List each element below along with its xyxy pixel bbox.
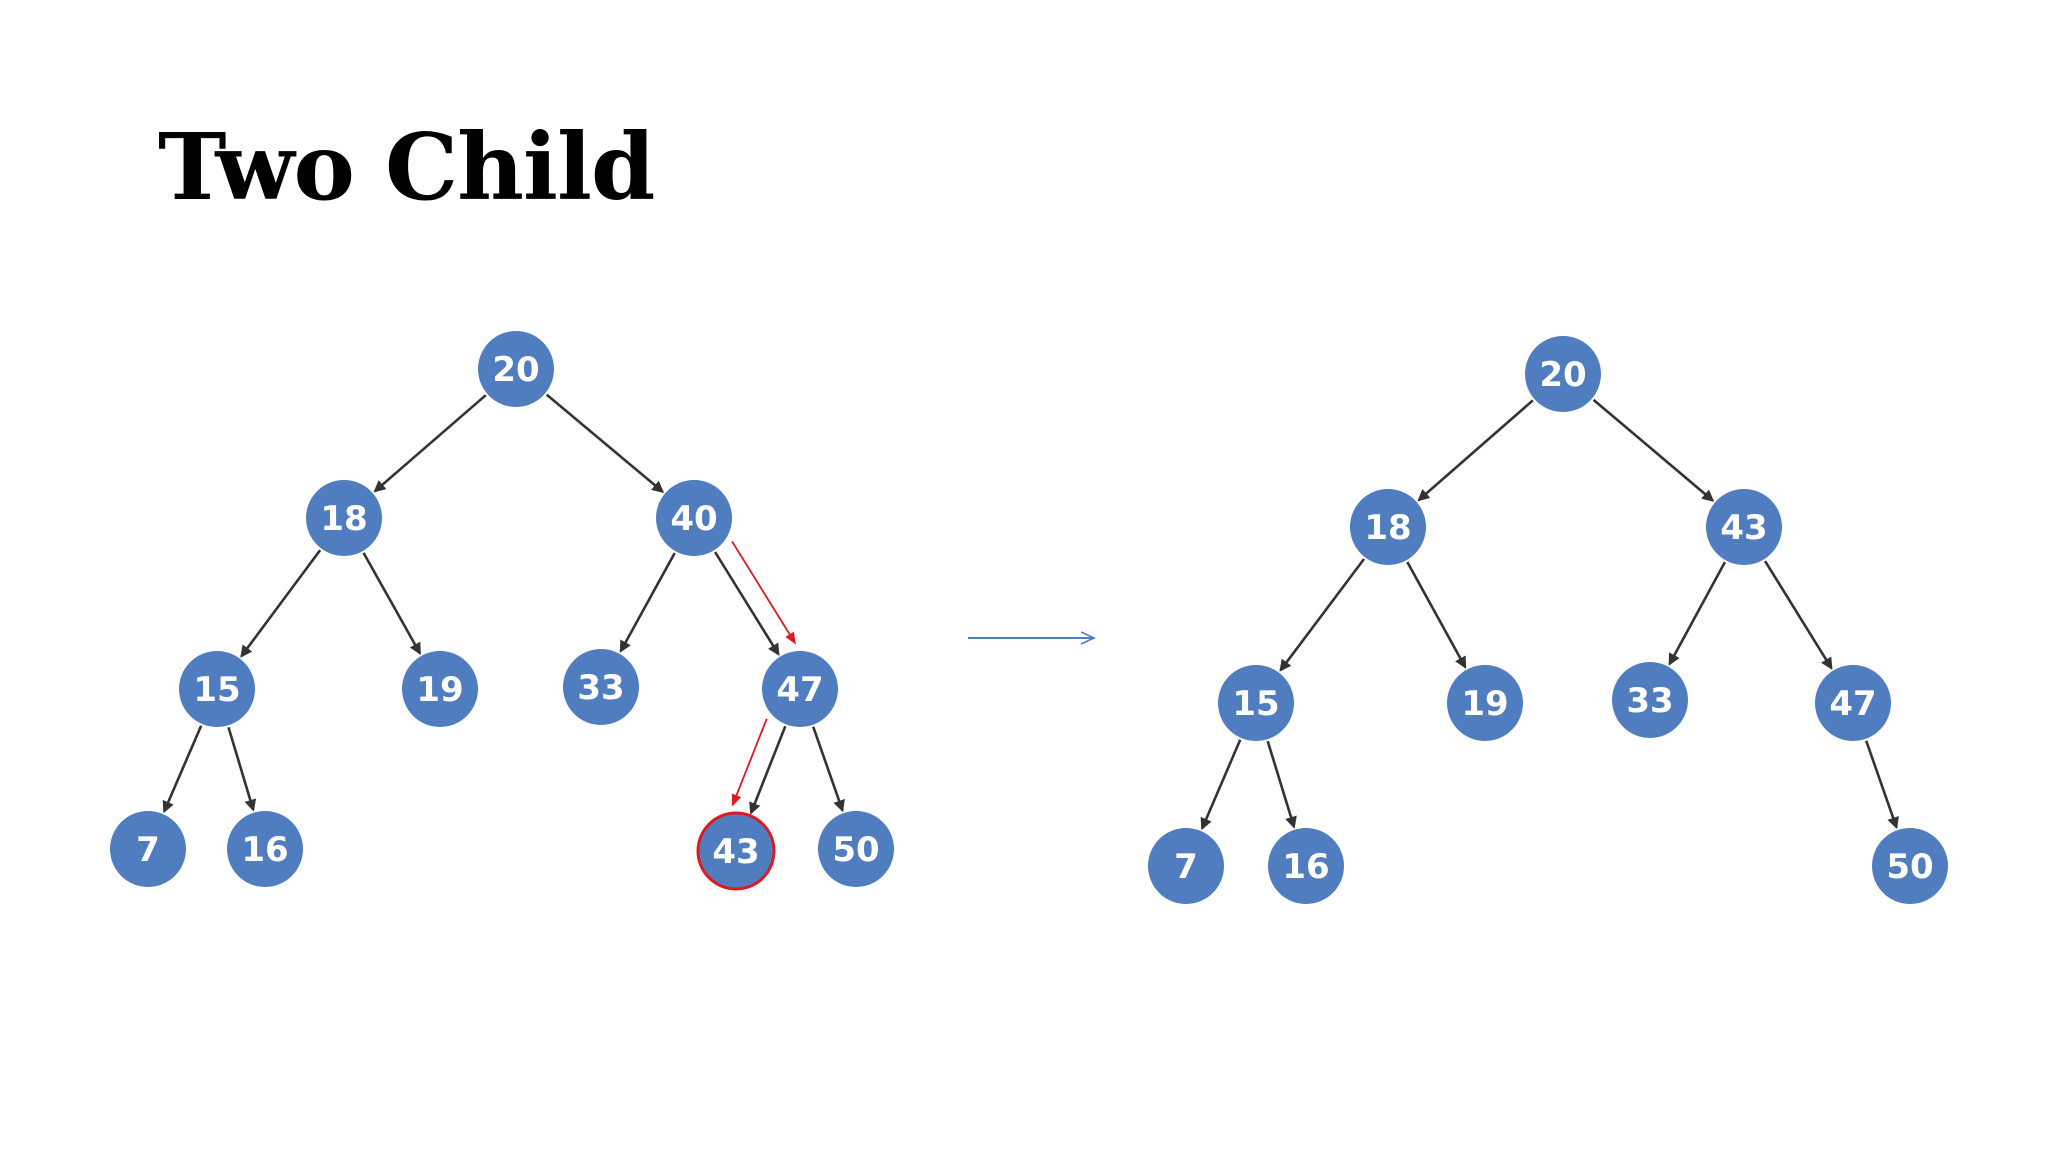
node-label: 33 — [1626, 681, 1673, 721]
node-circle — [110, 811, 186, 887]
node-circle — [478, 331, 554, 407]
highlight-path-arrow — [731, 540, 796, 645]
tree-node-after-50: 50 — [1872, 828, 1948, 904]
tree-edge — [1266, 740, 1297, 829]
highlighted-node-circle — [696, 811, 776, 891]
tree-edge — [1592, 398, 1715, 502]
node-circle — [1525, 336, 1601, 412]
tree-node-after-18: 18 — [1350, 489, 1426, 565]
node-circle — [1447, 665, 1523, 741]
node-label: 18 — [1364, 508, 1411, 548]
tree-node-before-18: 18 — [306, 480, 382, 556]
node-circle — [227, 811, 303, 887]
tree-node-after-20: 20 — [1525, 336, 1601, 412]
edges-layer — [162, 393, 1899, 831]
nodes-layer: 20 18 40 15 19 33 47 7 16 43 50 20 18 43 15 19 33 47 7 16 50 — [110, 331, 1948, 904]
tree-edge — [362, 552, 422, 655]
node-circle — [1350, 489, 1426, 565]
tree-node-after-7: 7 — [1148, 828, 1224, 904]
node-label: 19 — [416, 670, 463, 710]
tree-node-before-15: 15 — [179, 651, 255, 727]
tree-edge — [1279, 558, 1366, 672]
tree-edge — [373, 394, 487, 493]
tree-node-before-40: 40 — [656, 480, 732, 556]
node-label: 47 — [776, 670, 823, 710]
node-label: 20 — [492, 350, 539, 390]
node-label: 7 — [136, 830, 160, 870]
tree-node-after-19: 19 — [1447, 665, 1523, 741]
tree-edge — [713, 551, 780, 656]
node-circle — [402, 651, 478, 727]
tree-node-after-16: 16 — [1268, 828, 1344, 904]
tree-edge — [1668, 561, 1727, 666]
node-circle — [1612, 662, 1688, 738]
node-circle — [563, 649, 639, 725]
tree-node-after-33: 33 — [1612, 662, 1688, 738]
node-label: 43 — [1720, 508, 1767, 548]
tree-edge — [227, 726, 257, 812]
tree-edge — [749, 725, 787, 815]
tree-node-before-20: 20 — [478, 331, 554, 407]
tree-node-after-15: 15 — [1218, 665, 1294, 741]
node-circle — [1218, 665, 1294, 741]
node-label: 16 — [241, 830, 288, 870]
tree-node-before-16: 16 — [227, 811, 303, 887]
slide-title: Two Child — [158, 113, 655, 221]
node-label: 33 — [577, 668, 624, 708]
tree-node-before-47: 47 — [762, 651, 838, 727]
node-circle — [1872, 828, 1948, 904]
tree-node-after-43: 43 — [1706, 489, 1782, 565]
node-label: 18 — [320, 499, 367, 539]
tree-edge — [545, 393, 665, 493]
tree-edge — [811, 726, 845, 813]
node-circle — [818, 811, 894, 887]
node-label: 19 — [1461, 684, 1508, 724]
tree-edge — [240, 549, 322, 658]
highlight-path-arrow — [731, 718, 768, 807]
tree-edge — [1864, 740, 1899, 830]
tree-edge — [1763, 560, 1833, 670]
tree-node-before-7: 7 — [110, 811, 186, 887]
tree-node-before-19: 19 — [402, 651, 478, 727]
node-label: 15 — [1232, 684, 1279, 724]
node-circle — [762, 651, 838, 727]
node-circle — [1706, 489, 1782, 565]
node-circle — [1815, 665, 1891, 741]
node-label: 15 — [193, 670, 240, 710]
node-circle — [1268, 828, 1344, 904]
tree-node-before-50: 50 — [818, 811, 894, 887]
tree-node-before-43: 43 — [696, 811, 776, 891]
tree-node-before-33: 33 — [563, 649, 639, 725]
tree-edge — [1200, 739, 1242, 831]
highlight-layer — [731, 540, 796, 807]
tree-edge — [619, 552, 676, 653]
node-label: 40 — [670, 499, 717, 539]
node-circle — [306, 480, 382, 556]
node-label: 7 — [1174, 847, 1198, 887]
node-circle — [179, 651, 255, 727]
tree-edge — [1417, 399, 1534, 502]
node-circle — [1148, 828, 1224, 904]
tree-node-after-47: 47 — [1815, 665, 1891, 741]
node-label: 20 — [1539, 355, 1586, 395]
node-label: 50 — [832, 830, 879, 870]
node-circle — [656, 480, 732, 556]
node-label: 47 — [1829, 684, 1876, 724]
node-label: 43 — [712, 832, 759, 872]
node-label: 16 — [1282, 847, 1329, 887]
tree-edge — [1406, 561, 1467, 669]
tree-edge — [162, 725, 203, 814]
node-label: 50 — [1886, 847, 1933, 887]
